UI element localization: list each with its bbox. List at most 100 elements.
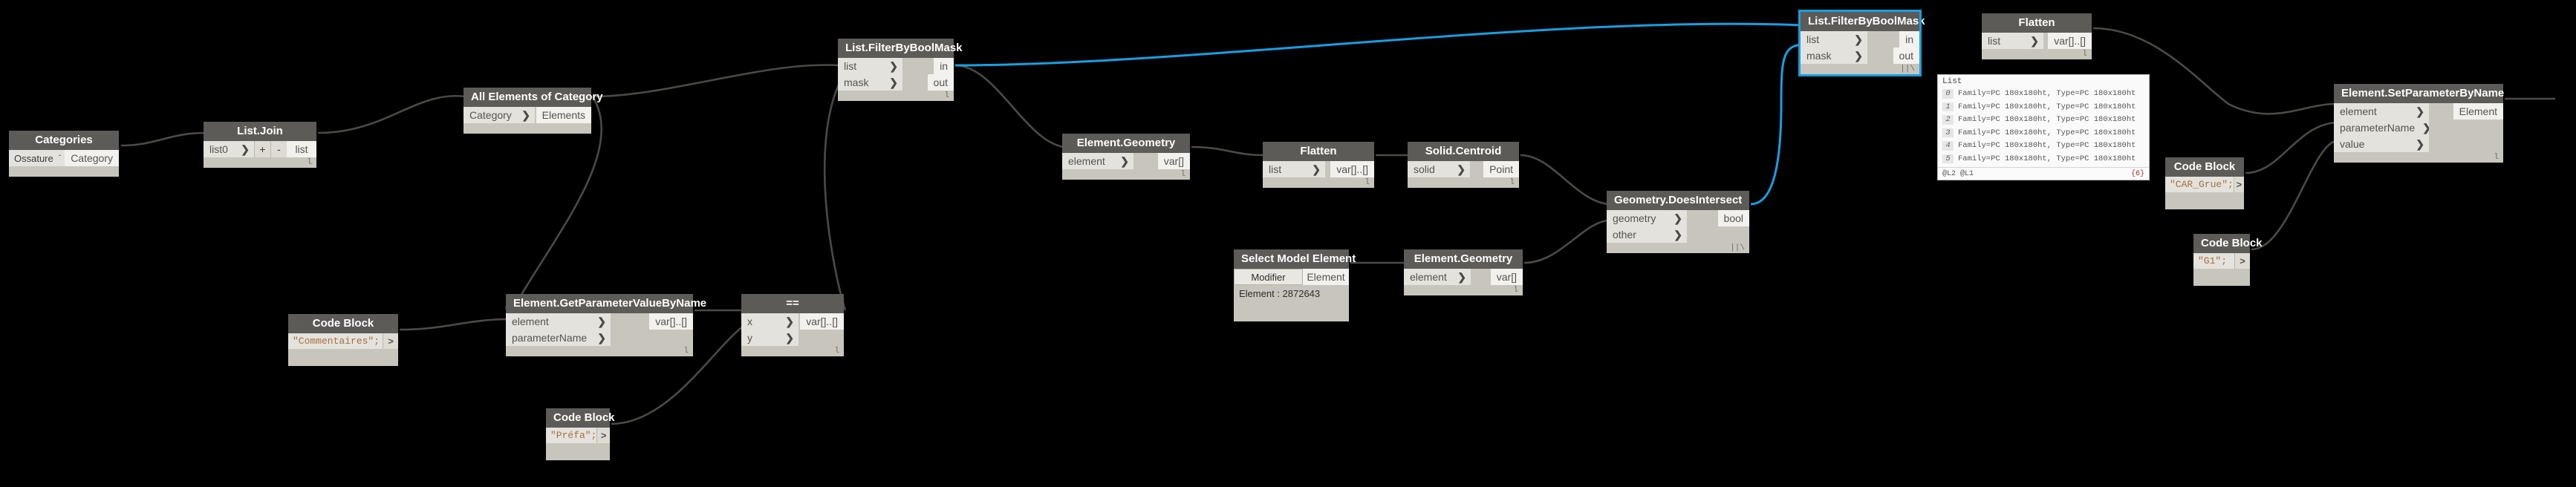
codeblock-code[interactable]: "CAR_Grue"; <box>2165 177 2234 192</box>
input-port-element[interactable]: element❯ <box>2334 103 2429 120</box>
port-row: list❯ in <box>1801 31 1919 48</box>
output-port-in[interactable]: in <box>1899 31 1919 48</box>
wire <box>1191 146 1265 157</box>
output-port-out[interactable]: out <box>927 74 954 91</box>
input-port-list[interactable]: list❯ <box>1263 161 1325 177</box>
chevron-right-icon: ❯ <box>1674 212 1682 224</box>
output-port-var[]..[][interactable]: var[]..[] <box>2048 33 2092 49</box>
input-port-element[interactable]: element❯ <box>1062 153 1133 169</box>
input-port-label: x <box>747 316 752 327</box>
input-port-label: element <box>512 316 549 327</box>
output-port-Element[interactable]: Element <box>2453 103 2503 120</box>
node-body: "CAR_Grue";> <box>2165 177 2244 209</box>
output-port-var[][interactable]: var[] <box>1157 153 1190 169</box>
node-equals[interactable]: ==x❯var[]..[]y❯l <box>741 294 844 356</box>
input-port-list[interactable]: list❯ <box>838 58 902 74</box>
output-port-Elements[interactable]: Elements <box>536 107 591 123</box>
node-title: Select Model Element <box>1234 249 1356 269</box>
port-row: x❯var[]..[] <box>741 313 844 330</box>
preview-row-index: 0 <box>1942 89 1954 99</box>
port-gap <box>902 58 934 74</box>
port-gap <box>2429 120 2503 136</box>
input-port-y[interactable]: y❯ <box>741 330 799 346</box>
wire <box>592 64 840 98</box>
input-port-label: other <box>1613 229 1636 241</box>
input-port-parameterName[interactable]: parameterName❯ <box>2334 120 2431 136</box>
node-code-block-g1[interactable]: Code Block"G1";> <box>2193 234 2263 286</box>
preview-row-index: 1 <box>1942 102 1954 111</box>
input-port-list[interactable]: list❯ <box>1982 33 2043 49</box>
node-code-block-car-grue[interactable]: Code Block"CAR_Grue";> <box>2165 157 2244 209</box>
codeblock-output-port[interactable]: > <box>2234 253 2250 269</box>
node-title: Geometry.DoesIntersect <box>1607 191 1749 210</box>
output-port-Element[interactable]: Element <box>1303 269 1349 285</box>
output-port-in[interactable]: in <box>934 58 954 74</box>
input-port-Category[interactable]: Category❯ <box>464 107 535 123</box>
output-port-list[interactable]: list <box>287 141 316 157</box>
output-port-Point[interactable]: Point <box>1483 161 1519 177</box>
output-port-out[interactable]: out <box>1893 48 1919 64</box>
lacing-indicator: l <box>1509 178 1515 187</box>
codeblock-output-port[interactable]: > <box>383 333 398 349</box>
input-port-element[interactable]: element❯ <box>506 313 611 330</box>
input-port-element[interactable]: element❯ <box>1404 269 1471 285</box>
node-title: == <box>741 294 844 313</box>
add-input-button[interactable]: + <box>254 141 270 157</box>
input-port-label: solid <box>1414 163 1435 175</box>
input-port-parameterName[interactable]: parameterName❯ <box>506 330 611 346</box>
input-port-geometry[interactable]: geometry❯ <box>1607 210 1687 226</box>
input-port-list0[interactable]: list0❯ <box>204 141 254 157</box>
node-title: Flatten <box>1263 142 1374 161</box>
lacing-indicator: l <box>2082 50 2087 59</box>
output-port-var[]..[][interactable]: var[]..[] <box>800 313 844 330</box>
node-code-block-commentaires[interactable]: Code Block"Commentaires";> <box>288 314 398 366</box>
input-port-value[interactable]: value❯ <box>2334 136 2429 152</box>
output-port-var[]..[][interactable]: var[]..[] <box>1330 161 1374 177</box>
node-title: List.FilterByBoolMask <box>838 39 963 58</box>
codeblock-output-port[interactable]: > <box>2233 177 2244 192</box>
input-port-label: list <box>1988 35 2001 47</box>
codeblock-code[interactable]: "Préfa"; <box>546 428 597 443</box>
remove-input-button[interactable]: - <box>270 141 287 157</box>
output-port-var[][interactable]: var[] <box>1490 269 1523 285</box>
codeblock-code[interactable]: "G1"; <box>2193 253 2234 269</box>
input-port-other[interactable]: other❯ <box>1607 226 1687 243</box>
input-port-mask[interactable]: mask❯ <box>1801 48 1867 64</box>
input-port-solid[interactable]: solid❯ <box>1408 161 1470 177</box>
output-port-Category[interactable]: Category <box>65 150 119 166</box>
input-port-x[interactable]: x❯ <box>741 313 799 330</box>
input-port-mask[interactable]: mask❯ <box>838 74 902 91</box>
preview-row-value: Family=PC 180x180ht, Type=PC 180x180ht <box>1958 115 2136 124</box>
codeblock-code[interactable]: "Commentaires"; <box>288 333 383 349</box>
output-port-bool[interactable]: bool <box>1717 210 1749 226</box>
node-code-block-prefa[interactable]: Code Block"Préfa";> <box>546 408 615 460</box>
output-port-var[]..[][interactable]: var[]..[] <box>649 313 693 330</box>
chevron-right-icon: ❯ <box>241 143 250 155</box>
port-row: y❯ <box>741 330 844 346</box>
input-port-label: element <box>2340 105 2377 117</box>
input-port-list[interactable]: list❯ <box>1801 31 1867 48</box>
node-title: Code Block <box>288 314 398 333</box>
modifier-button[interactable]: Modifier <box>1234 269 1303 285</box>
codeblock-output-port[interactable]: > <box>596 428 610 443</box>
chevron-right-icon: ❯ <box>889 76 898 88</box>
